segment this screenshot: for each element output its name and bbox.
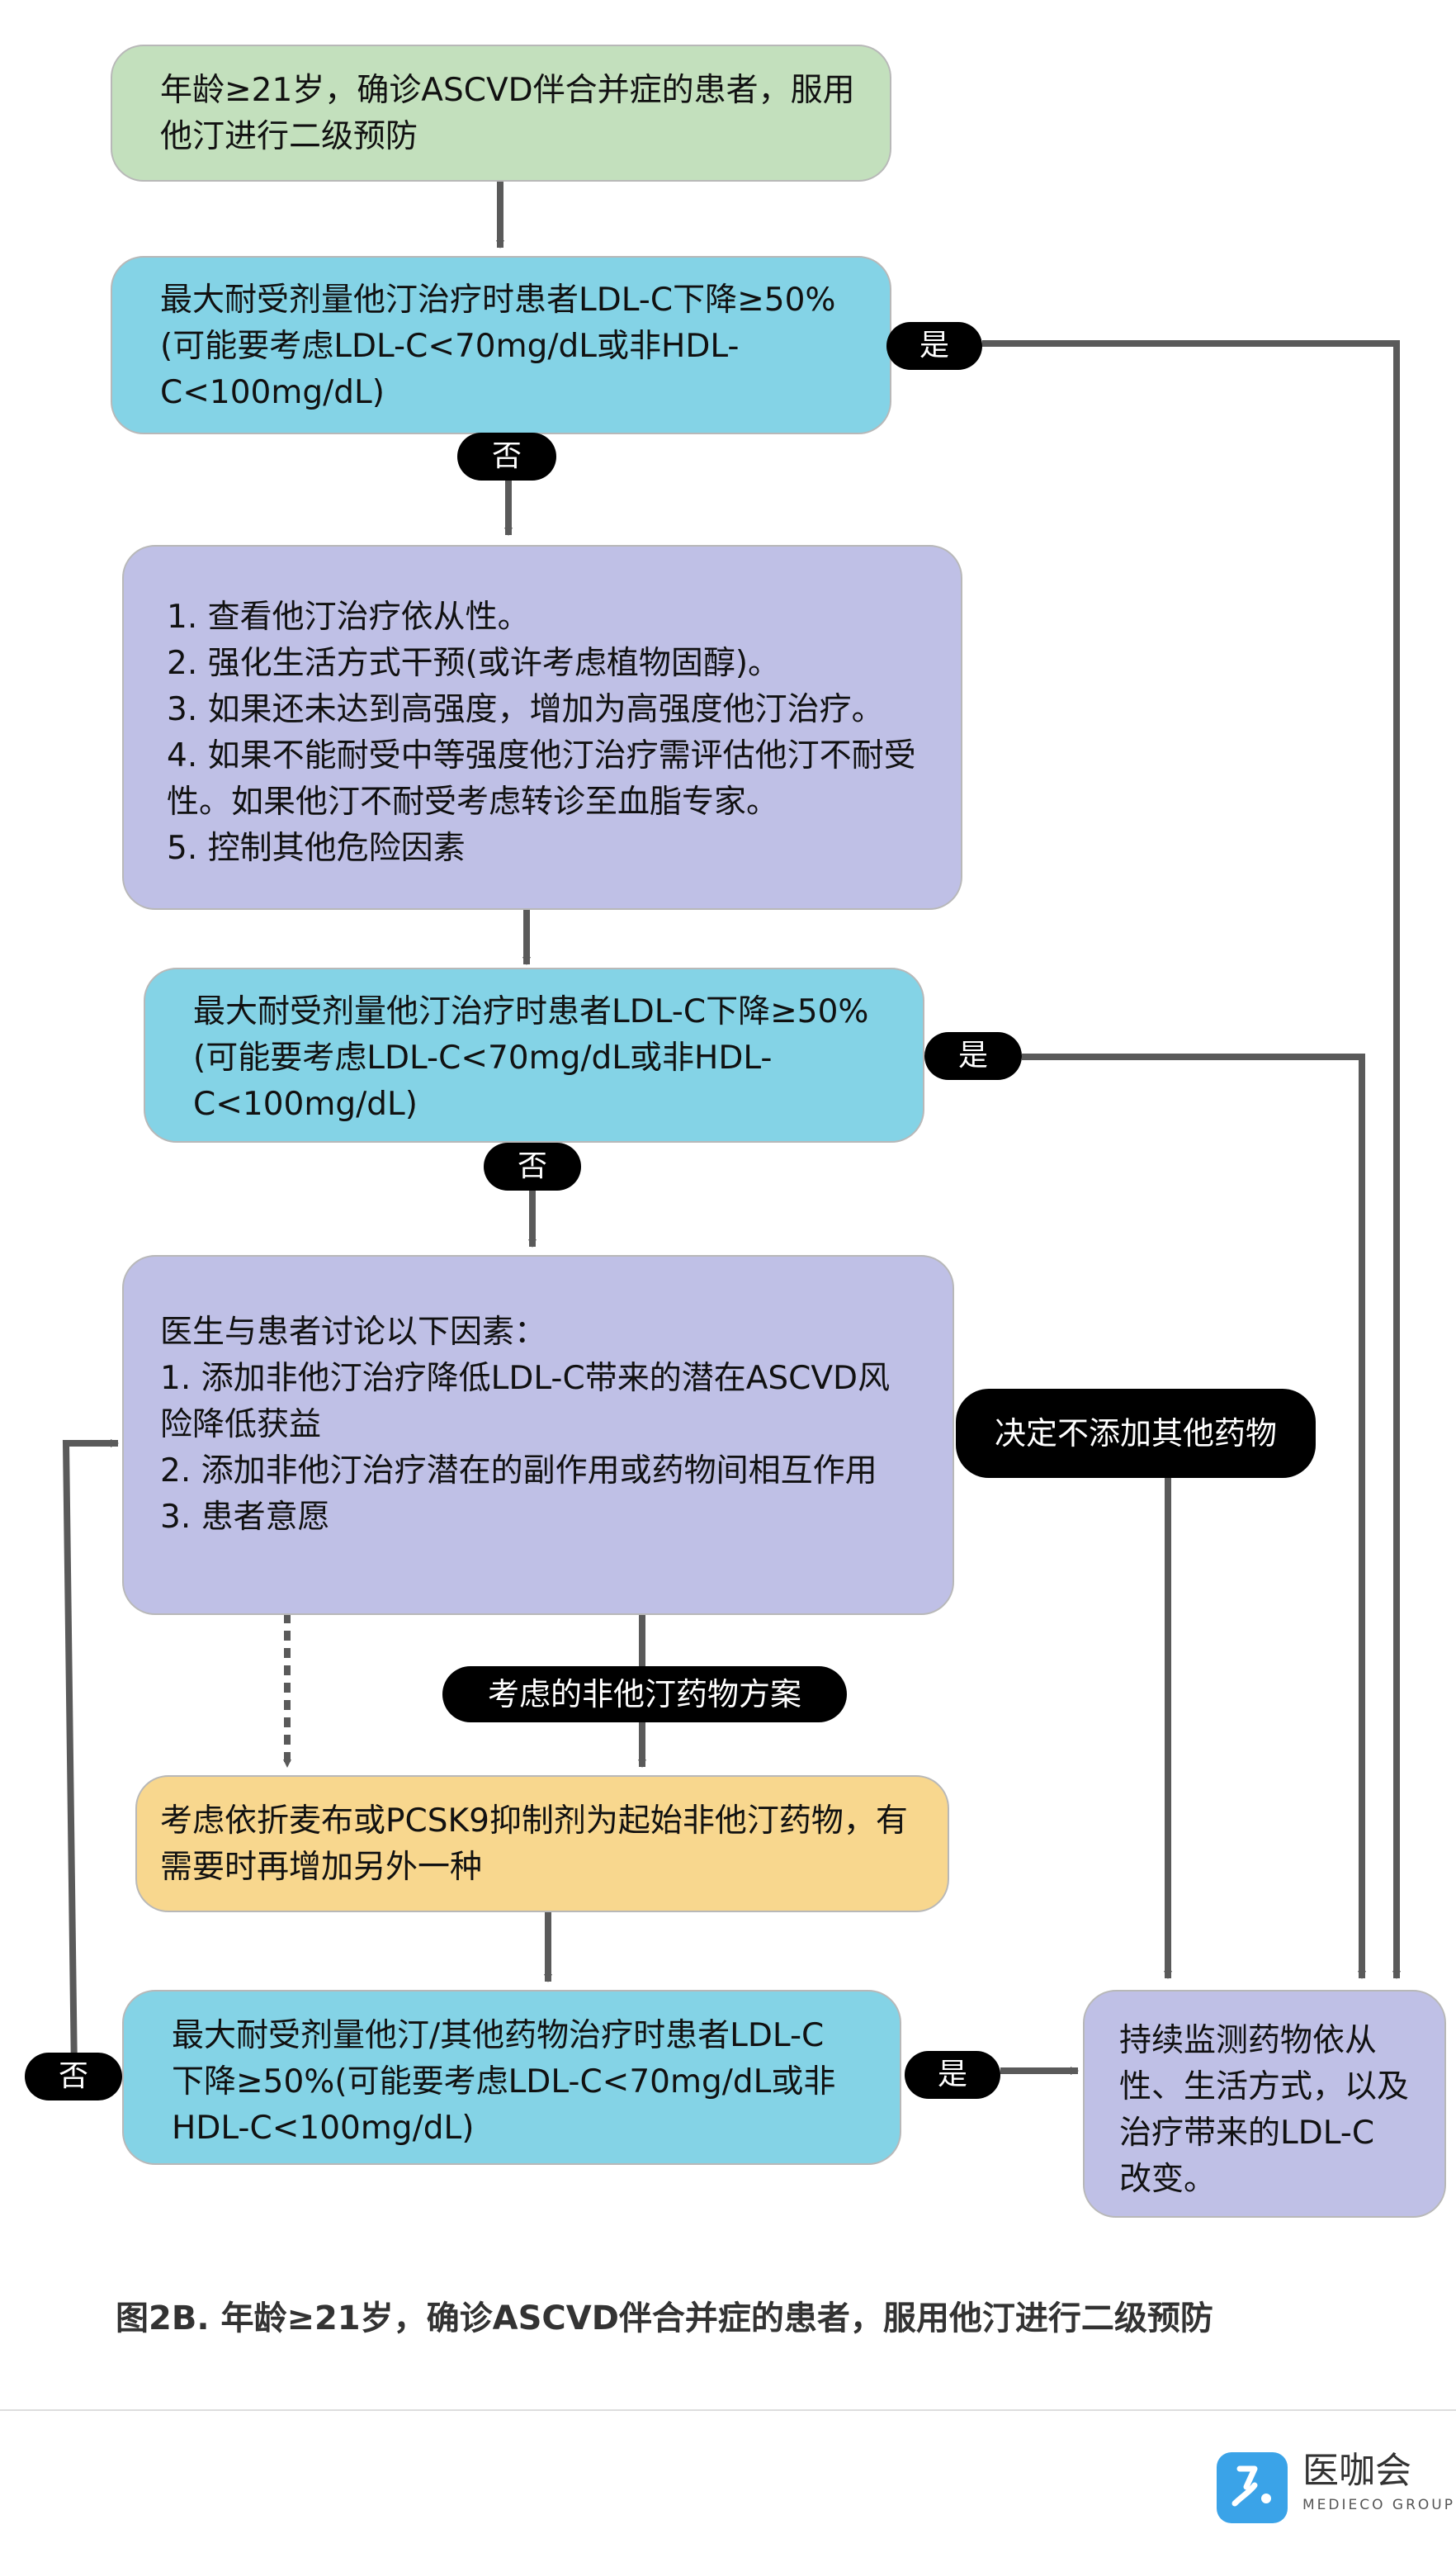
no-label-1: 否: [457, 433, 556, 481]
discuss-line-5: 3. 患者意愿: [160, 1499, 330, 1536]
logo-name: 医咖会: [1302, 2450, 1411, 2492]
yes-label-2: 是: [924, 1032, 1022, 1080]
discuss-line-4: 2. 添加非他汀治疗潜在的副作用或药物间相互作用: [160, 1452, 877, 1490]
yes-label-1: 是: [886, 322, 982, 370]
check1-line-1: 最大耐受剂量他汀治疗时患者LDL-C下降≥50%: [160, 282, 836, 319]
check3-line-1: 最大耐受剂量他汀/其他药物治疗时患者LDL-C: [172, 2017, 825, 2054]
discussion-box: 医生与患者讨论以下因素： 1. 添加非他汀治疗降低LDL-C带来的潜在ASCVD…: [122, 1255, 954, 1615]
start-box: 年龄≥21岁，确诊ASCVD伴合并症的患者，服用 他汀进行二级预防: [111, 45, 891, 182]
monitor-line-2: 性、生活方式，以及: [1119, 2068, 1410, 2105]
no-label-2: 否: [484, 1143, 581, 1191]
discuss-line-2: 1. 添加非他汀治疗降低LDL-C带来的潜在ASCVD风: [160, 1360, 891, 1397]
monitor-line-3: 治疗带来的LDL-C: [1119, 2115, 1375, 2152]
check3-line-3: HDL-C<100mg/dL): [172, 2110, 475, 2147]
monitor-line-1: 持续监测药物依从: [1119, 2022, 1378, 2059]
check1-line-3: C<100mg/dL): [160, 374, 385, 411]
nonstatin-line-2: 需要时再增加另外一种: [160, 1849, 483, 1886]
actions-line-5: 性。如果他汀不耐受考虑转诊至血脂专家。: [167, 784, 779, 821]
actions-line-3: 3. 如果还未达到高强度，增加为高强度他汀治疗。: [167, 691, 884, 728]
ldl-check-box-1: 最大耐受剂量他汀治疗时患者LDL-C下降≥50% (可能要考虑LDL-C<70m…: [111, 256, 891, 434]
discuss-line-1: 医生与患者讨论以下因素：: [160, 1314, 547, 1351]
yes-label-3: 是: [905, 2051, 1000, 2099]
nonstatin-box: 考虑依折麦布或PCSK9抑制剂为起始非他汀药物，有 需要时再增加另外一种: [135, 1775, 949, 1912]
actions-line-4: 4. 如果不能耐受中等强度他汀治疗需评估他汀不耐受: [167, 737, 916, 774]
nonstatin-line-1: 考虑依折麦布或PCSK9抑制剂为起始非他汀药物，有: [160, 1802, 908, 1840]
ldl-check-box-2: 最大耐受剂量他汀治疗时患者LDL-C下降≥50% (可能要考虑LDL-C<70m…: [144, 968, 924, 1143]
discuss-line-3: 险降低获益: [160, 1406, 322, 1443]
start-line-2: 他汀进行二级预防: [160, 118, 418, 155]
divider: [0, 2409, 1456, 2411]
check1-line-2: (可能要考虑LDL-C<70mg/dL或非HDL-: [160, 328, 740, 365]
start-line-1: 年龄≥21岁，确诊ASCVD伴合并症的患者，服用: [160, 72, 855, 109]
check2-line-1: 最大耐受剂量他汀治疗时患者LDL-C下降≥50%: [193, 993, 869, 1030]
monitor-box: 持续监测药物依从 性、生活方式，以及 治疗带来的LDL-C 改变。: [1083, 1990, 1446, 2218]
actions-line-6: 5. 控制其他危险因素: [167, 830, 466, 867]
ldl-check-box-3: 最大耐受剂量他汀/其他药物治疗时患者LDL-C 下降≥50%(可能要考虑LDL-…: [122, 1990, 901, 2165]
figure-caption: 图2B. 年龄≥21岁，确诊ASCVD伴合并症的患者，服用他汀进行二级预防: [116, 2299, 1213, 2337]
logo-subtitle: MEDIECO GROUP: [1302, 2497, 1455, 2513]
no-label-3: 否: [25, 2053, 122, 2100]
check2-line-2: (可能要考虑LDL-C<70mg/dL或非HDL-: [193, 1040, 773, 1077]
check3-line-2: 下降≥50%(可能要考虑LDL-C<70mg/dL或非: [172, 2063, 836, 2100]
monitor-line-4: 改变。: [1119, 2161, 1217, 2198]
check2-line-3: C<100mg/dL): [193, 1086, 418, 1123]
consider-nonstatin-label: 考虑的非他汀药物方案: [442, 1666, 847, 1722]
decide-no-add-label: 决定不添加其他药物: [956, 1389, 1316, 1478]
actions-line-2: 2. 强化生活方式干预(或许考虑植物固醇)。: [167, 645, 781, 682]
medieco-logo-icon: [1217, 2452, 1288, 2523]
actions-box: 1. 查看他汀治疗依从性。 2. 强化生活方式干预(或许考虑植物固醇)。 3. …: [122, 545, 962, 910]
actions-line-1: 1. 查看他汀治疗依从性。: [167, 599, 530, 636]
